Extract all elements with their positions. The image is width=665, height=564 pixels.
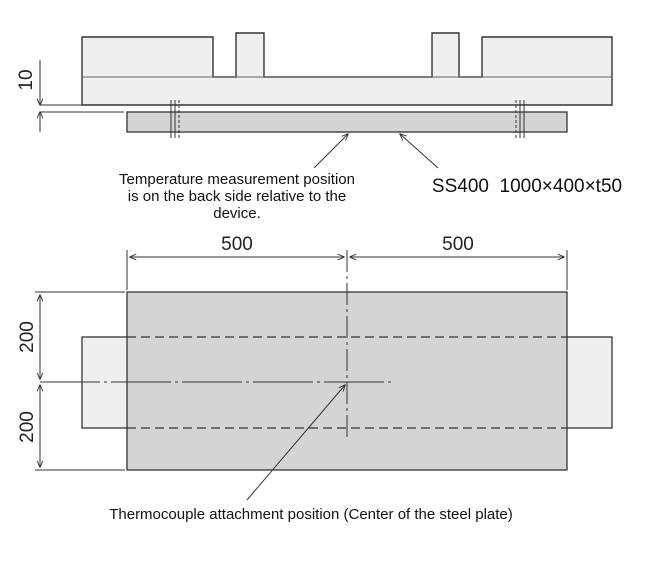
material-leader bbox=[400, 134, 439, 169]
temp-label-line1: Temperature measurement position bbox=[119, 171, 355, 188]
center-mark-right bbox=[515, 100, 525, 138]
height-top-label: 200 bbox=[17, 321, 38, 353]
steel-plate-side bbox=[126, 111, 568, 133]
thickness-label: 10 bbox=[16, 69, 37, 90]
top-view: 500 500 200 200 Thermocouple attachment … bbox=[17, 234, 613, 523]
thermocouple-leader bbox=[246, 385, 345, 501]
width-right-label: 500 bbox=[442, 234, 474, 255]
temp-label-line2: is on the back side relative to the bbox=[128, 188, 346, 205]
thickness-dimension bbox=[40, 60, 124, 132]
device-body bbox=[81, 32, 613, 106]
height-bottom-label: 200 bbox=[17, 411, 38, 443]
height-dimension bbox=[35, 291, 125, 471]
material-label: SS400 1000×400×t50 bbox=[432, 176, 622, 197]
side-view: 10 Temperature measurement position is o… bbox=[16, 32, 622, 222]
temp-label-line3: device. bbox=[213, 205, 261, 222]
width-left-label: 500 bbox=[221, 234, 253, 255]
width-dimension bbox=[126, 250, 568, 290]
center-mark-left bbox=[170, 100, 180, 138]
thermocouple-label: Thermocouple attachment position (Center… bbox=[109, 506, 513, 523]
temp-leader bbox=[313, 134, 348, 169]
